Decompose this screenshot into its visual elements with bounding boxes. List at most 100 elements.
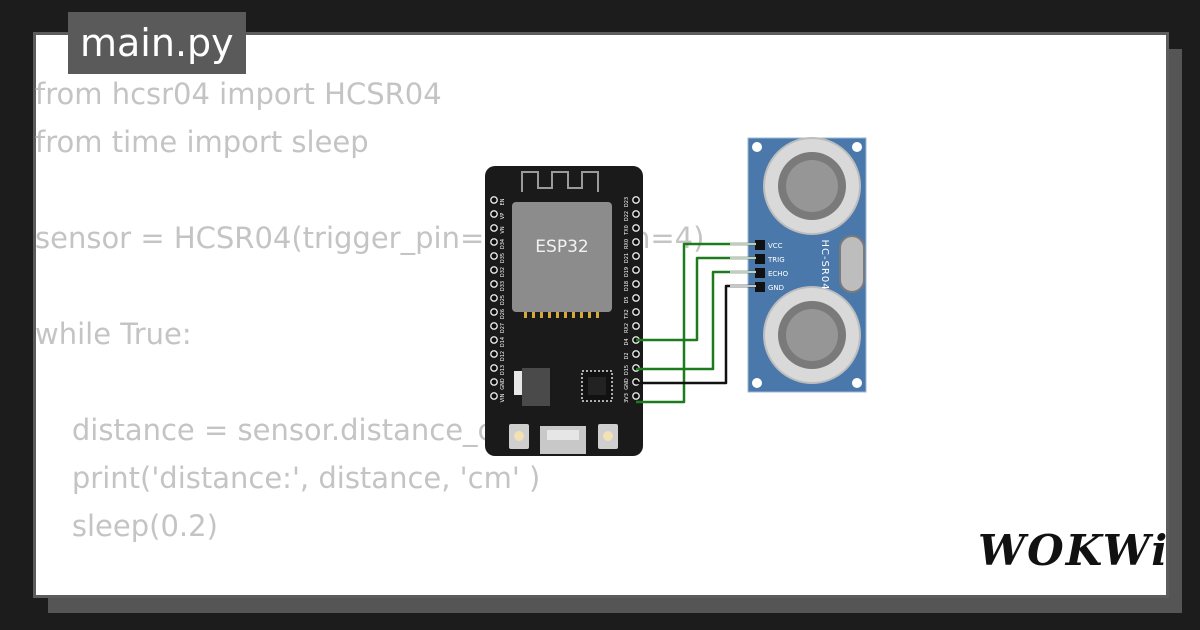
pin-hole (490, 238, 498, 246)
pin-hole (632, 252, 640, 260)
pin-hole (632, 350, 640, 358)
pin-hole (632, 280, 640, 288)
pin-hole (632, 224, 640, 232)
pin-hole (490, 350, 498, 358)
pin-label: D33 (500, 281, 506, 291)
wires (636, 242, 756, 404)
esp32-chip (512, 202, 612, 312)
pin-label: D21 (624, 253, 630, 263)
chip-pad (564, 312, 567, 318)
pin-hole (490, 294, 498, 302)
chip-pad (588, 312, 591, 318)
pin-label: D13 (500, 365, 506, 375)
code-line: while True: (35, 317, 192, 351)
ultrasonic-transmitter (763, 137, 861, 235)
mounting-hole (752, 142, 762, 152)
pin-hole (632, 196, 640, 204)
pin-label: D18 (624, 281, 630, 291)
chip-pad (572, 312, 575, 318)
pin-hole (490, 308, 498, 316)
pin-hole (632, 294, 640, 302)
pin-label: D2 (624, 352, 630, 359)
pin-hole (490, 224, 498, 232)
mounting-hole (852, 378, 862, 388)
code-snippet: from hcsr04 import HCSR04 from time impo… (35, 70, 704, 550)
pin-label: D23 (624, 197, 630, 207)
chip-pad (548, 312, 551, 318)
pin-label: D35 (500, 253, 506, 263)
sensor-model-label: HC-SR04 (819, 239, 830, 290)
pin-hole (490, 364, 498, 372)
boot-button[interactable] (598, 424, 618, 449)
right-pin-header (632, 196, 640, 400)
pin-label: 3V3 (624, 393, 630, 403)
esp32-chip-label: ESP32 (535, 237, 588, 257)
hc-sr04-sensor[interactable]: VCC TRIG ECHO GND HC-SR04 (747, 137, 867, 393)
pin-hole (490, 252, 498, 260)
pin-label: D25 (500, 295, 506, 305)
pin-hole (490, 378, 498, 386)
pin-label: VIN (500, 393, 506, 402)
ultrasonic-receiver (763, 286, 861, 384)
usb-uart-chip (581, 370, 613, 402)
sensor-pin-label: GND (768, 284, 784, 292)
pin-label: D19 (624, 267, 630, 277)
code-line: sleep(0.2) (35, 509, 218, 543)
reset-button[interactable] (509, 424, 529, 449)
pin-hole (632, 210, 640, 218)
wokwi-logo: WOKWi (978, 526, 1170, 575)
pin-hole (490, 336, 498, 344)
pin-label: D4 (624, 338, 630, 345)
usb-port (540, 426, 586, 454)
pin-label: D12 (500, 351, 506, 361)
pin-label: GND (500, 378, 506, 390)
pin-hole (632, 266, 640, 274)
pin-label: D34 (500, 239, 506, 249)
pin-label: RX2 (624, 323, 630, 333)
pin-label: VP (500, 213, 506, 219)
wire-vcc (636, 242, 756, 404)
pin-label: D14 (500, 337, 506, 347)
pin-hole (490, 322, 498, 330)
chip-pad (580, 312, 583, 318)
pin-hole (490, 266, 498, 274)
pin-label: D32 (500, 267, 506, 277)
voltage-regulator (514, 368, 550, 406)
code-line: print('distance:', distance, 'cm' ) (35, 461, 541, 495)
code-line: from hcsr04 import HCSR04 (35, 77, 442, 111)
pin-label: D26 (500, 309, 506, 319)
pin-hole (490, 392, 498, 400)
chip-pad (540, 312, 543, 318)
esp32-board[interactable]: ESP32 EN VP VN D34 D35 D32 D33 D25 D26 D… (485, 166, 643, 456)
pin-hole (490, 210, 498, 218)
pin-label: RX0 (624, 239, 630, 249)
pin-label: D15 (624, 365, 630, 375)
pin-hole (632, 392, 640, 400)
chip-pad (524, 312, 527, 318)
pin-label: D5 (624, 296, 630, 303)
pin-label: TX2 (624, 309, 630, 320)
sensor-pin-label: ECHO (768, 270, 789, 278)
sensor-pin-label: TRIG (767, 256, 785, 264)
pin-label: EN (500, 198, 506, 205)
sensor-pin-header (755, 240, 765, 292)
chip-pad (556, 312, 559, 318)
wire-trig (636, 256, 756, 342)
left-pin-header (490, 196, 498, 400)
pin-label: D22 (624, 211, 630, 221)
code-line: from time import sleep (35, 125, 369, 159)
pin-hole (632, 308, 640, 316)
pin-label: GND (624, 378, 630, 390)
chip-pad (596, 312, 599, 318)
pin-hole (632, 322, 640, 330)
chip-pad (532, 312, 535, 318)
pin-label: VN (500, 226, 506, 233)
pin-label: TX0 (624, 225, 630, 236)
pin-label: D27 (500, 323, 506, 333)
mounting-hole (752, 378, 762, 388)
crystal-oscillator (839, 235, 865, 293)
pin-hole (490, 196, 498, 204)
file-tab-main-py[interactable]: main.py (68, 12, 246, 74)
pin-hole (490, 280, 498, 288)
